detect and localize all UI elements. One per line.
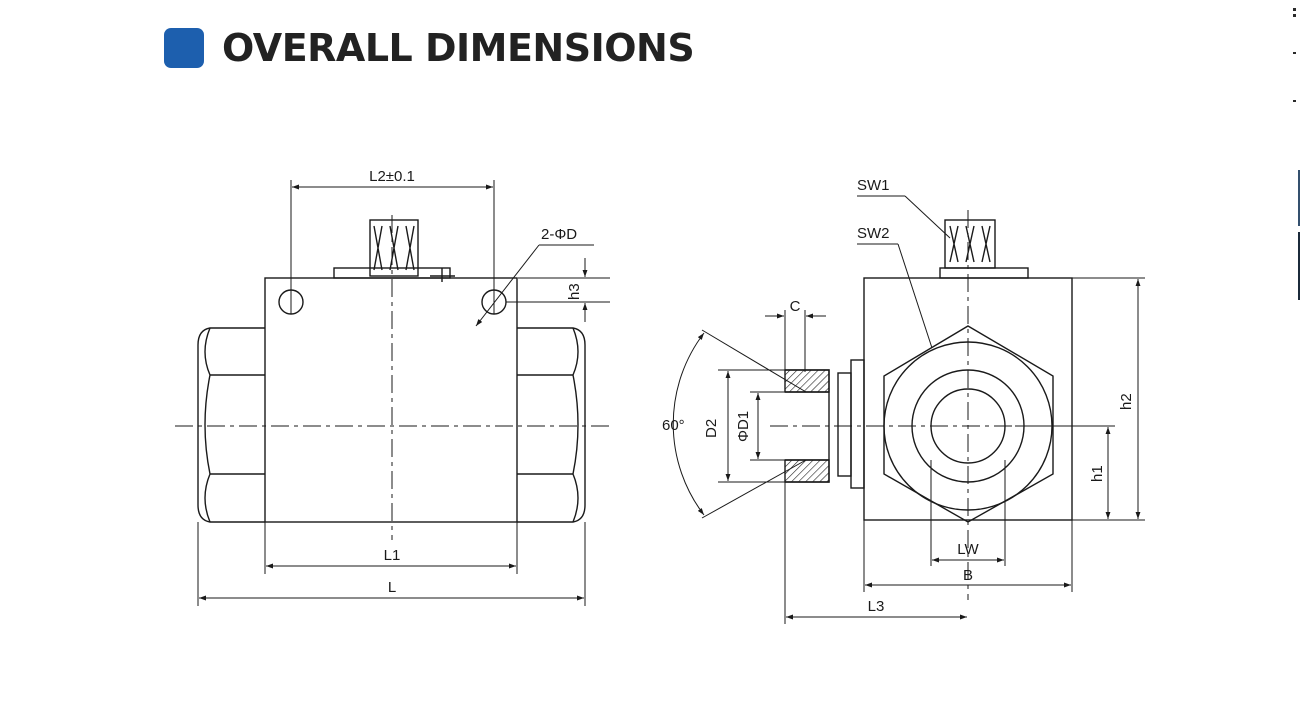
label-h3: h3 [566,283,583,300]
label-SW2: SW2 [857,225,890,242]
section-marker-icon [164,28,204,68]
side-collar-outer [850,359,865,489]
section-header: OVERALL DIMENSIONS [164,26,695,70]
label-L1: L1 [384,547,401,564]
right-fitting [517,327,586,523]
front-dimensions [197,180,610,606]
left-fitting [197,327,265,523]
stem-square-icon [369,219,419,277]
label-h2: h2 [1118,393,1135,410]
front-view [197,219,586,523]
front-center-lines [175,215,612,540]
valve-body-outline [264,277,518,523]
thread-section-bottom [784,459,830,483]
thread-section-top [784,369,830,393]
side-stem-square-icon [944,219,996,269]
label-L3: L3 [868,598,885,615]
label-SW1: SW1 [857,177,890,194]
label-C: C [790,298,801,315]
label-D1: ΦD1 [735,411,752,442]
label-D2: D2 [703,419,720,438]
label-L: L [388,579,396,596]
side-view [784,219,1073,523]
section-title: OVERALL DIMENSIONS [222,26,695,70]
label-LW: LW [957,541,979,558]
edge-fragment [1290,0,1300,726]
label-h1: h1 [1089,465,1106,482]
side-stem-plate [939,267,1029,279]
label-60-degrees: 60° [662,417,685,434]
label-B: B [963,567,973,584]
side-dimensions [672,195,1145,624]
stem-plate [333,267,451,279]
side-center-lines [770,210,1090,600]
side-collar-inner [837,372,852,477]
label-L2: L2±0.1 [369,168,415,185]
label-2-D: 2-ΦD [541,226,577,243]
